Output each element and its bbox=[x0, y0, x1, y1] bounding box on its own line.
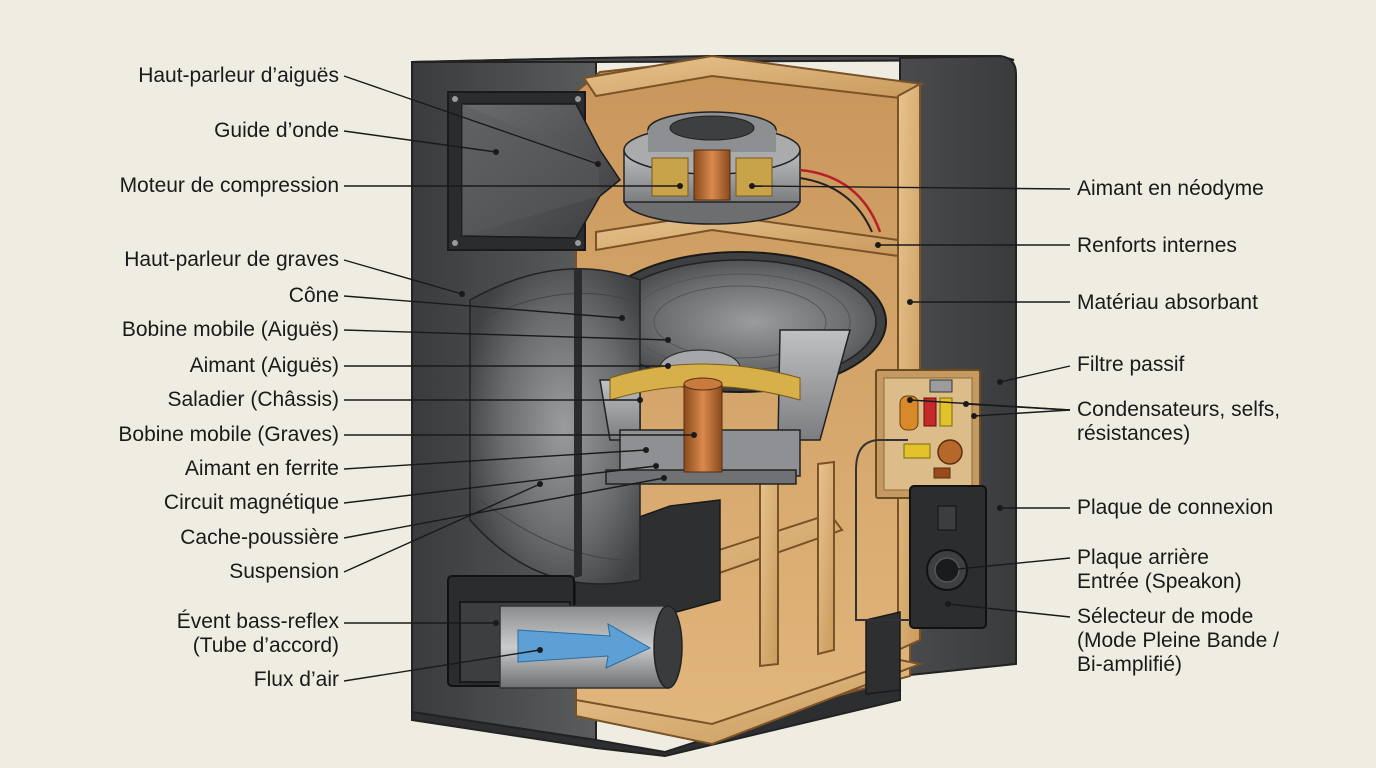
label-mode-selector-line3: Bi-amplifié) bbox=[1077, 653, 1183, 676]
label-internal-bracing: Renforts internes bbox=[1077, 234, 1237, 257]
cabinet-bottom bbox=[411, 674, 901, 758]
label-waveguide: Guide d’onde bbox=[214, 119, 339, 142]
label-bass-reflex-port-line1: Évent bass-reflex bbox=[176, 610, 339, 633]
crossover-filter bbox=[875, 369, 981, 499]
leader-cone bbox=[343, 295, 623, 319]
waveguide bbox=[447, 91, 622, 251]
leader-lines bbox=[343, 75, 1071, 682]
airflow-arrow bbox=[517, 623, 652, 669]
leader-woofer bbox=[343, 259, 463, 295]
leader-voice-coil-hf bbox=[343, 329, 669, 341]
internal-brace-vertical-1 bbox=[759, 466, 779, 668]
woofer bbox=[469, 251, 887, 585]
label-tweeter: Haut-parleur d’aiguës bbox=[138, 64, 339, 87]
label-ferrite-magnet: Aimant en ferrite bbox=[184, 457, 339, 480]
label-compression-driver: Moteur de compression bbox=[119, 174, 339, 197]
label-magnet-hf: Aimant (Aiguës) bbox=[189, 354, 339, 377]
label-components: Condensateurs, selfs, résistances) bbox=[1077, 398, 1280, 446]
woofer-basket bbox=[777, 329, 851, 441]
compression-driver bbox=[623, 111, 882, 233]
label-mode-selector: Sélecteur de mode (Mode Pleine Bande / B… bbox=[1077, 605, 1279, 677]
label-mode-selector-line1: Sélecteur de mode bbox=[1077, 605, 1254, 628]
leader-crossover bbox=[999, 365, 1071, 383]
label-rear-plate-line1: Plaque arrière bbox=[1077, 546, 1209, 569]
woofer-front-cone bbox=[469, 268, 641, 585]
label-cone: Cône bbox=[288, 284, 339, 307]
leader-components-3 bbox=[973, 409, 1071, 417]
label-magnetic-circuit: Circuit magnétique bbox=[163, 491, 339, 514]
label-neodymium-magnet: Aimant en néodyme bbox=[1077, 177, 1264, 200]
label-surround: Suspension bbox=[229, 560, 339, 583]
label-basket: Saladier (Châssis) bbox=[167, 388, 339, 411]
damping-foam-right bbox=[865, 611, 901, 695]
leader-airflow bbox=[343, 649, 541, 682]
label-connection-plate: Plaque de connexion bbox=[1077, 496, 1274, 519]
leader-components-2 bbox=[965, 403, 1071, 411]
leader-rear-plate bbox=[947, 557, 1071, 571]
label-voice-coil-lf: Bobine mobile (Graves) bbox=[118, 423, 339, 446]
label-rear-plate: Plaque arrière Entrée (Speakon) bbox=[1077, 546, 1242, 594]
leader-neodymium-magnet bbox=[751, 185, 1071, 190]
bass-reflex-port bbox=[447, 575, 683, 689]
leader-endpoints bbox=[459, 149, 1003, 653]
label-components-line2: résistances) bbox=[1077, 422, 1191, 445]
leader-ferrite-magnet bbox=[343, 449, 647, 470]
leader-surround bbox=[343, 483, 541, 573]
label-components-line1: Condensateurs, selfs, bbox=[1077, 398, 1281, 421]
label-dust-cap: Cache-poussière bbox=[180, 526, 339, 549]
rear-connection-plate bbox=[855, 439, 987, 629]
label-voice-coil-hf: Bobine mobile (Aiguës) bbox=[121, 318, 339, 341]
label-damping-material: Matériau absorbant bbox=[1077, 291, 1258, 314]
label-airflow: Flux d’air bbox=[253, 668, 339, 691]
leader-magnetic-circuit bbox=[343, 465, 657, 504]
leader-waveguide bbox=[343, 130, 497, 153]
leader-dust-cap bbox=[343, 477, 665, 539]
label-bass-reflex-port: Évent bass-reflex (Tube d’accord) bbox=[177, 610, 339, 658]
bottom-wood-panel bbox=[575, 658, 924, 746]
label-rear-plate-line2: Entrée (Speakon) bbox=[1077, 570, 1242, 593]
label-woofer: Haut-parleur de graves bbox=[124, 248, 339, 271]
label-crossover: Filtre passif bbox=[1077, 353, 1185, 376]
label-mode-selector-line2: (Mode Pleine Bande / bbox=[1077, 629, 1279, 652]
internal-brace-vertical-2 bbox=[817, 460, 835, 656]
leader-tweeter bbox=[343, 75, 599, 165]
leader-mode-selector bbox=[947, 603, 1071, 618]
label-bass-reflex-port-line2: (Tube d’accord) bbox=[192, 634, 339, 657]
